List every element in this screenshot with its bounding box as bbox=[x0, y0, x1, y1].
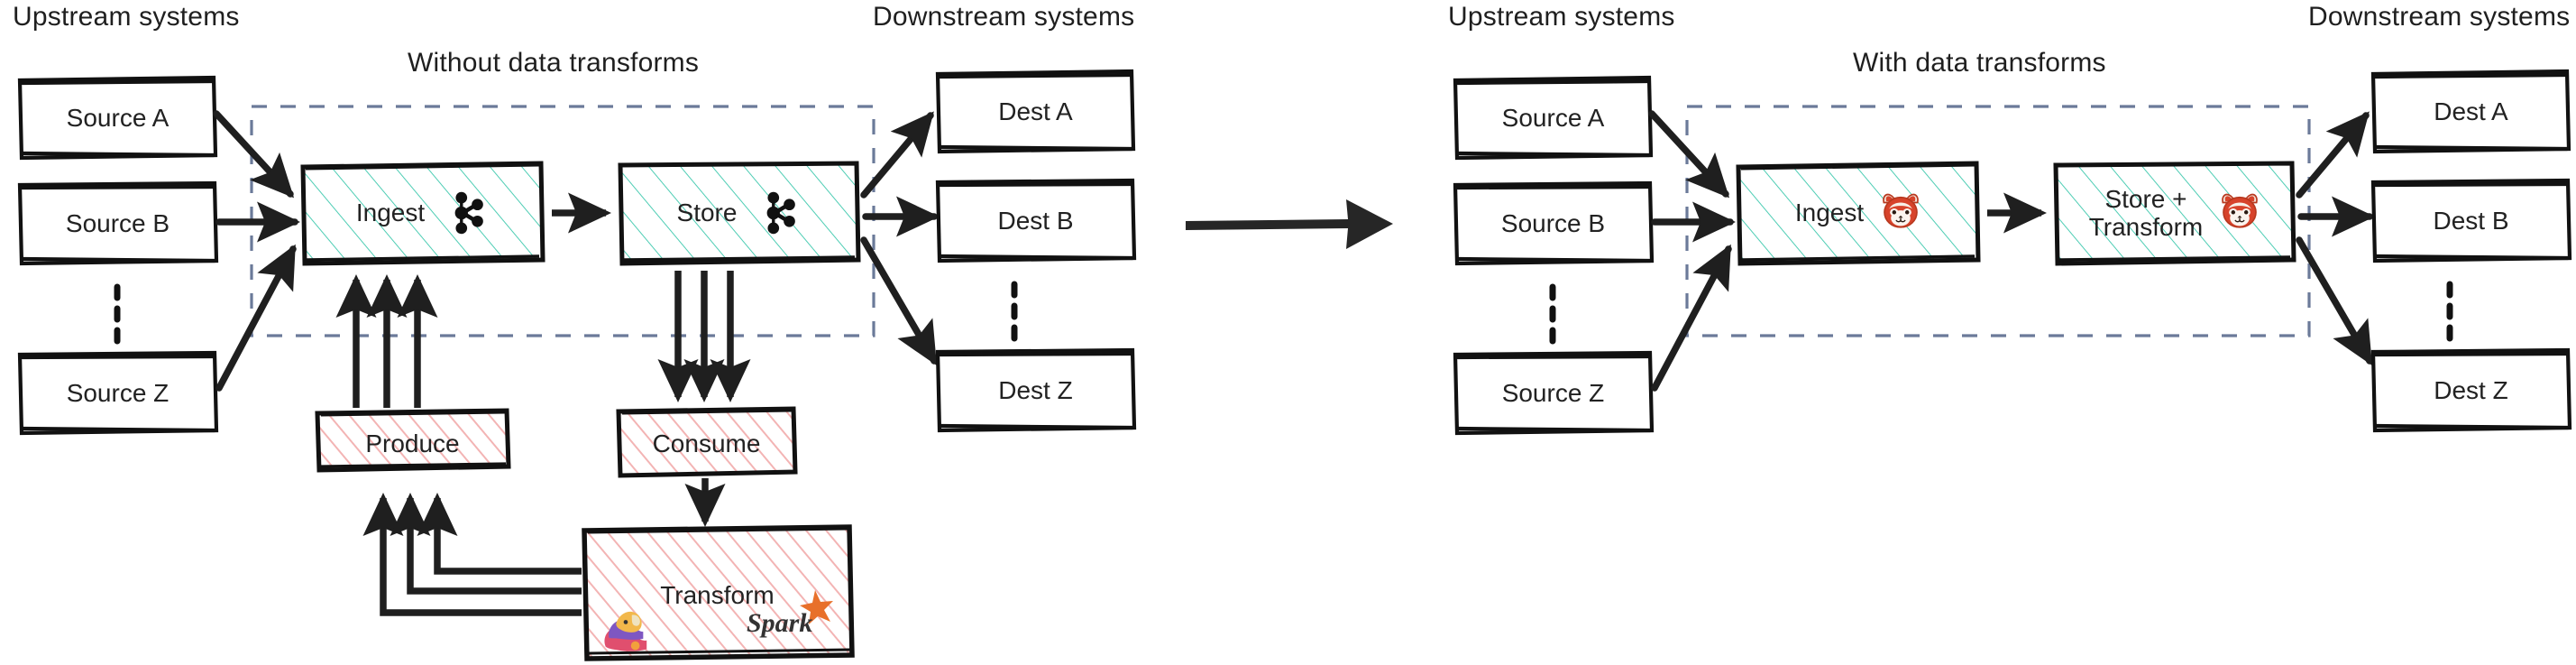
dest-box-z-right[interactable]: Dest Z bbox=[2434, 376, 2508, 404]
stage-store-left-label: Store bbox=[676, 199, 738, 227]
panel-title-without-transforms: Without data transforms bbox=[408, 48, 700, 78]
dest-box-b-left[interactable]: Dest B bbox=[997, 207, 1074, 235]
flink-icon bbox=[597, 606, 653, 657]
stage-ingest-right[interactable]: Ingest bbox=[1738, 163, 1978, 263]
stage-label-line2: Transform bbox=[2088, 213, 2204, 241]
redpanda-icon bbox=[2219, 192, 2260, 234]
stage-ingest-left[interactable]: Ingest bbox=[303, 163, 543, 263]
transition-arrow-shape bbox=[1186, 199, 1393, 249]
source-box-z-right[interactable]: Source Z bbox=[1501, 379, 1605, 407]
external-transform-box[interactable]: Transform bbox=[660, 581, 775, 609]
dest-box-a-right[interactable]: Dest A bbox=[2434, 97, 2508, 125]
downstream-systems-title-right: Downstream systems bbox=[2308, 2, 2571, 32]
panel-title-with-transforms: With data transforms bbox=[1853, 48, 2106, 78]
stage-ingest-left-label: Ingest bbox=[355, 199, 426, 227]
external-consume-box[interactable]: Consume bbox=[652, 429, 761, 457]
source-box-a-right[interactable]: Source A bbox=[1501, 104, 1605, 132]
upstream-systems-title-left: Upstream systems bbox=[13, 2, 240, 32]
downstream-systems-title-left: Downstream systems bbox=[873, 2, 1135, 32]
upstream-systems-title-right: Upstream systems bbox=[1448, 2, 1675, 32]
redpanda-icon bbox=[1880, 192, 1921, 234]
kafka-icon bbox=[441, 189, 490, 237]
stage-store-transform-right[interactable]: Store + Transform bbox=[2056, 163, 2294, 263]
stage-store-left[interactable]: Store bbox=[620, 163, 858, 263]
dest-box-z-left[interactable]: Dest Z bbox=[998, 376, 1073, 404]
source-box-z-left[interactable]: Source Z bbox=[66, 379, 170, 407]
dest-box-a-left[interactable]: Dest A bbox=[998, 97, 1073, 125]
external-produce-box[interactable]: Produce bbox=[365, 429, 460, 457]
dest-box-b-right[interactable]: Dest B bbox=[2433, 207, 2509, 235]
source-box-b-right[interactable]: Source B bbox=[1500, 209, 1606, 237]
stage-label-line1: Store + bbox=[2104, 184, 2187, 213]
source-box-a-left[interactable]: Source A bbox=[66, 104, 170, 132]
stage-store-transform-right-label: Store + Transform bbox=[2089, 185, 2204, 242]
svg-text:Spark: Spark bbox=[747, 608, 812, 638]
kafka-icon bbox=[753, 189, 802, 237]
source-box-b-left[interactable]: Source B bbox=[65, 209, 170, 237]
spark-icon: Spark bbox=[745, 588, 844, 644]
stage-ingest-right-label: Ingest bbox=[1794, 199, 1865, 227]
